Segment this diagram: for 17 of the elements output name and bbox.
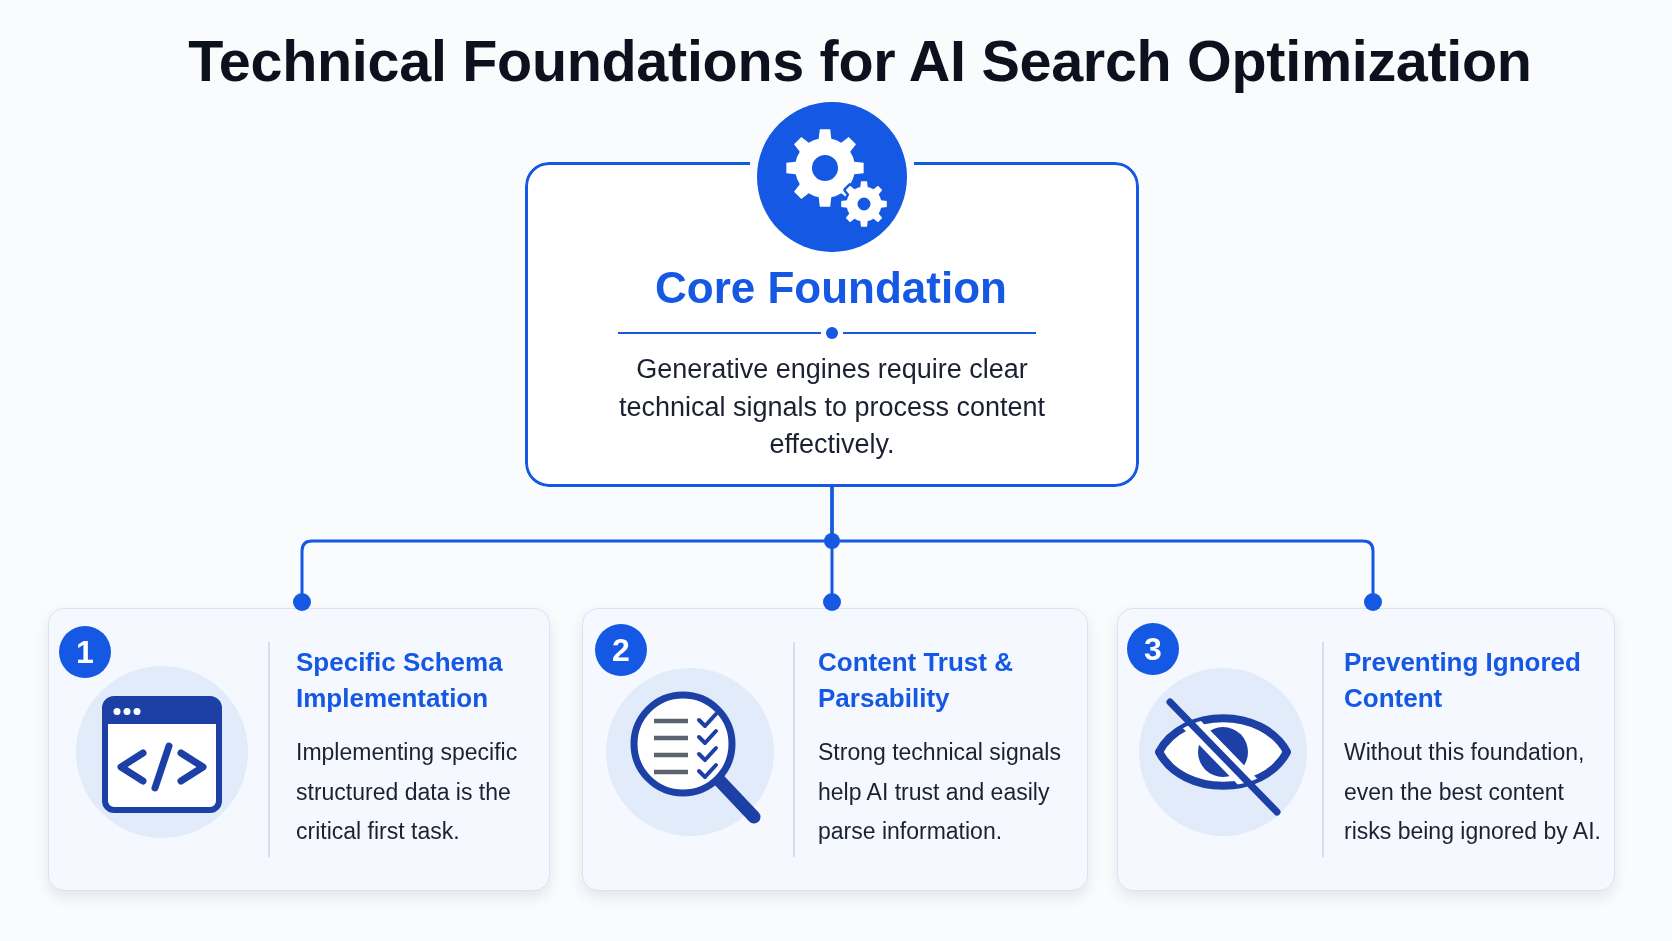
- page-title: Technical Foundations for AI Search Optimization: [188, 28, 1532, 95]
- card-description: Without this foundation, even the best content risks being ignored by AI.: [1344, 738, 1602, 846]
- step-card: [1117, 608, 1615, 891]
- step-card: [582, 608, 1088, 891]
- core-card: [525, 162, 1139, 487]
- step-card: [48, 608, 550, 891]
- card-description: Generative engines require clear technical signals to process content effectively.: [617, 353, 1047, 461]
- step-number: 2: [595, 624, 647, 676]
- card-title: Core Foundation: [655, 262, 1008, 314]
- step-number: 3: [1127, 623, 1179, 675]
- connector-line: [830, 487, 1382, 611]
- card-description: Strong technical signals help AI trust and easily parse information.: [818, 738, 1062, 846]
- card-title: Specific Schema Implementation: [296, 646, 504, 715]
- card-title: Content Trust & Parsability: [818, 646, 1014, 715]
- step-number: 1: [59, 626, 111, 678]
- card-title: Preventing Ignored Content: [1344, 646, 1582, 715]
- card-description: Implementing specific structured data is the critical first task.: [296, 738, 519, 846]
